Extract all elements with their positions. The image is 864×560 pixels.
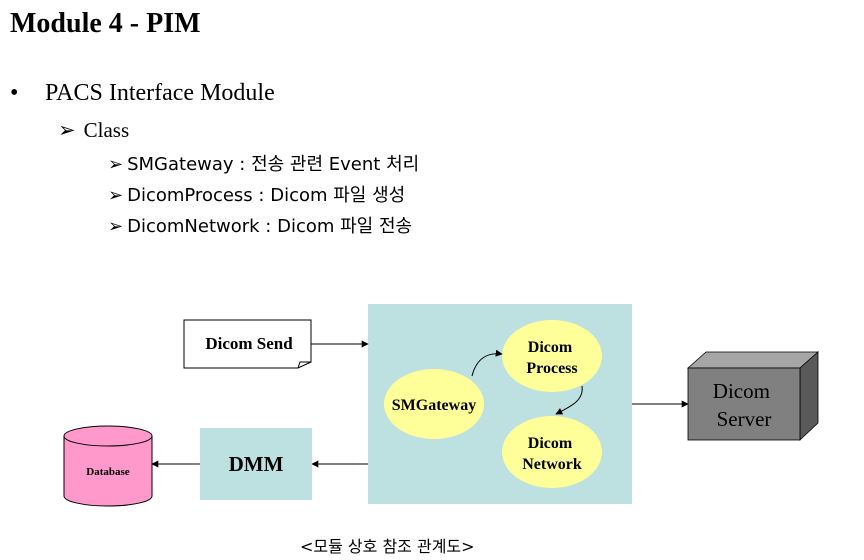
dicom-network-label: Dicom Network: [522, 435, 582, 473]
arrow-bullet-icon: ➢: [108, 185, 124, 206]
class-name: DicomNetwork: [127, 216, 260, 237]
class-name: DicomProcess: [127, 185, 253, 206]
sub-item-class: ➢ Class: [58, 118, 129, 143]
page-title: Module 4 - PIM: [10, 8, 201, 39]
dicom-process-node: [502, 320, 602, 392]
dicom-server-node: Dicom Server: [686, 351, 820, 441]
bullet-marker: •: [10, 80, 19, 106]
dicom-send-label: Dicom Send: [205, 334, 293, 353]
class-name: SMGateway: [127, 154, 234, 175]
smgateway-label: SMGateway: [392, 397, 476, 414]
class-item-smgateway: ➢SMGateway : 전송 관련 Event 처리: [108, 150, 419, 176]
dicom-process-line1: Dicom: [528, 339, 573, 356]
dicom-process-line2: Process: [526, 360, 577, 377]
database-icon: Database: [63, 425, 153, 507]
diagram-caption: <모듈 상호 참조 관계도>: [300, 537, 475, 556]
class-desc: Dicom 파일 생성: [270, 185, 406, 206]
dicom-send-node: Dicom Send: [183, 319, 312, 369]
class-sep: :: [252, 185, 271, 206]
arrow-bullet-icon: ➢: [108, 154, 124, 175]
class-sep: :: [259, 216, 278, 237]
sub-item-label: Class: [83, 118, 130, 142]
bullet-text: PACS Interface Module: [45, 80, 275, 106]
database-label: Database: [86, 466, 130, 478]
class-item-dicomnetwork: ➢DicomNetwork : Dicom 파일 전송: [108, 212, 412, 238]
dicom-network-line2: Network: [522, 456, 582, 473]
dicom-network-line1: Dicom: [528, 435, 573, 452]
dicom-process-label: Dicom Process: [526, 339, 577, 377]
gateway-to-process-arrow: [471, 349, 503, 377]
arrow-bullet-icon: ➢: [58, 118, 76, 142]
class-sep: :: [233, 154, 252, 175]
dicom-network-node: [502, 416, 602, 488]
smgateway-node: [384, 369, 484, 439]
class-desc: 전송 관련 Event 처리: [251, 154, 420, 175]
arrow-bullet-icon: ➢: [108, 216, 124, 237]
class-item-dicomprocess: ➢DicomProcess : Dicom 파일 생성: [108, 181, 405, 207]
dicom-server-line1: Dicom: [713, 379, 770, 403]
dicom-server-label: Dicom Server: [713, 379, 775, 431]
dicom-server-line2: Server: [717, 407, 772, 431]
dmm-node: [200, 428, 312, 500]
dmm-label: DMM: [229, 452, 284, 476]
process-to-network-arrow: [555, 385, 583, 415]
class-desc: Dicom 파일 전송: [277, 216, 413, 237]
